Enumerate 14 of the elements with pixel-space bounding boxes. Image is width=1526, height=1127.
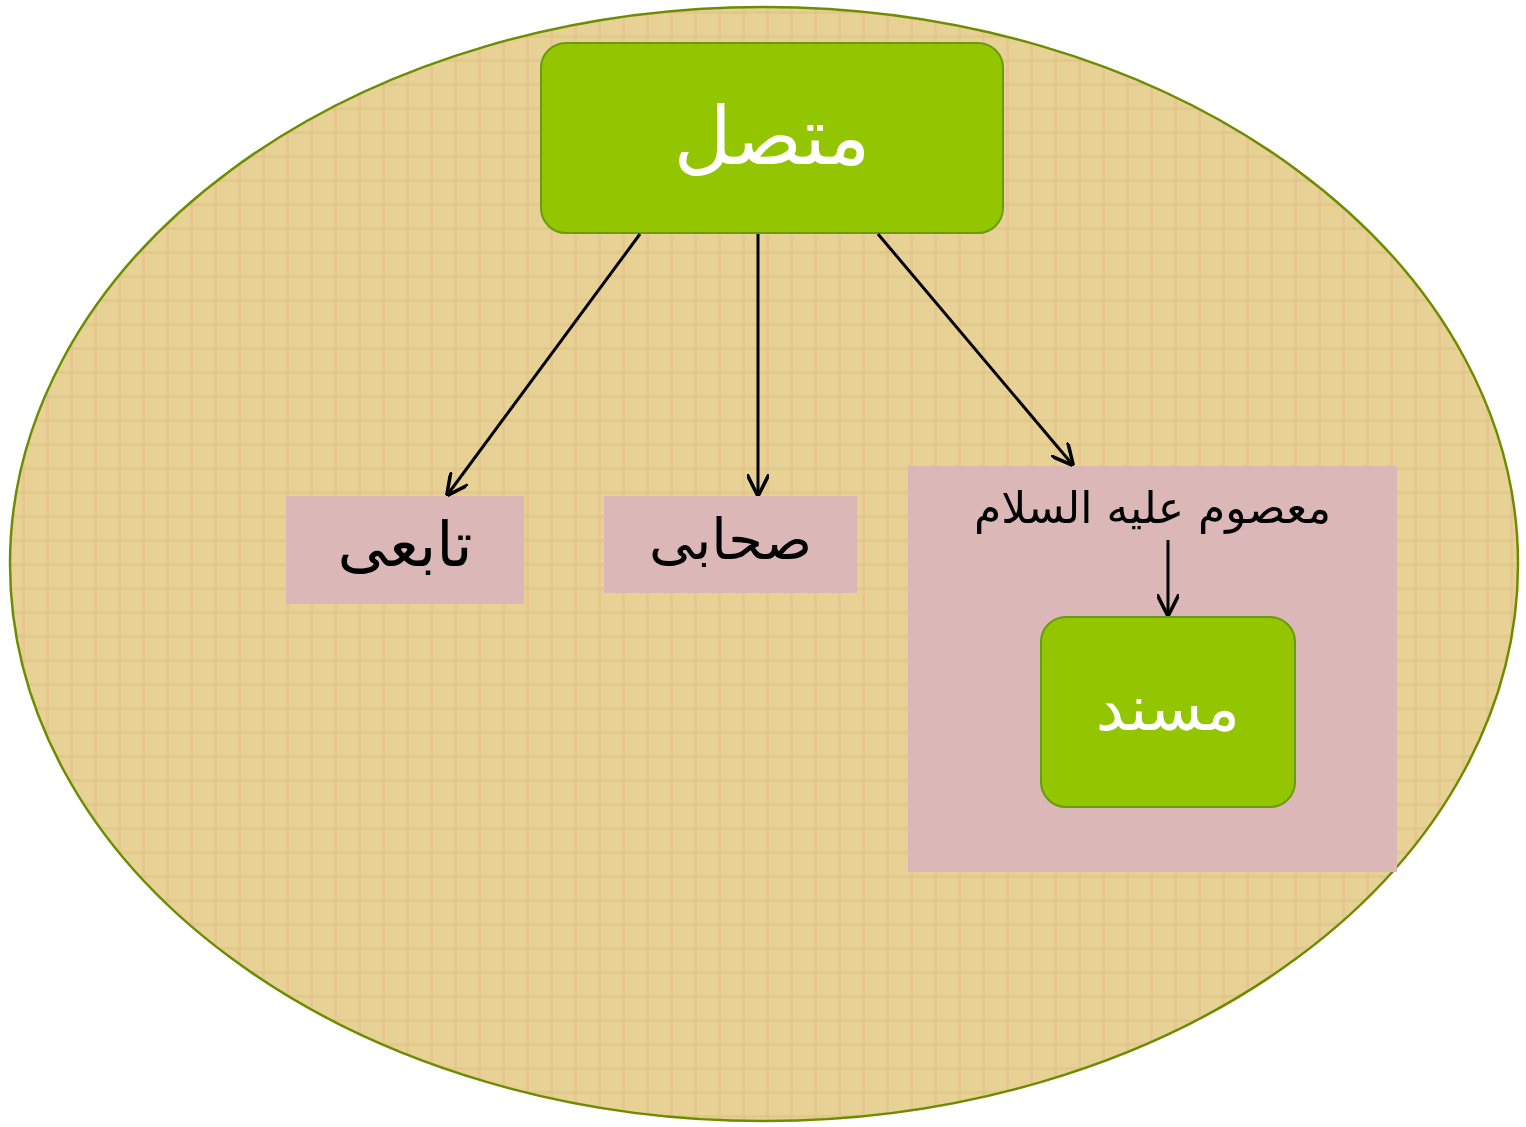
node-label: معصوم علیه السلام <box>973 482 1332 535</box>
arrow <box>444 233 642 498</box>
label-box <box>286 496 524 604</box>
group-panel <box>908 466 1397 872</box>
node-label: متصل <box>672 89 872 185</box>
node-label: تابعی <box>336 508 474 583</box>
rounded-box <box>1040 616 1296 808</box>
node-label: مسند <box>1094 670 1242 747</box>
arrow <box>745 234 771 498</box>
arrow <box>876 233 1076 468</box>
arrow <box>1155 540 1181 618</box>
rounded-box <box>540 42 1004 234</box>
label-box <box>604 496 857 593</box>
node-label: صحابی <box>648 506 813 574</box>
